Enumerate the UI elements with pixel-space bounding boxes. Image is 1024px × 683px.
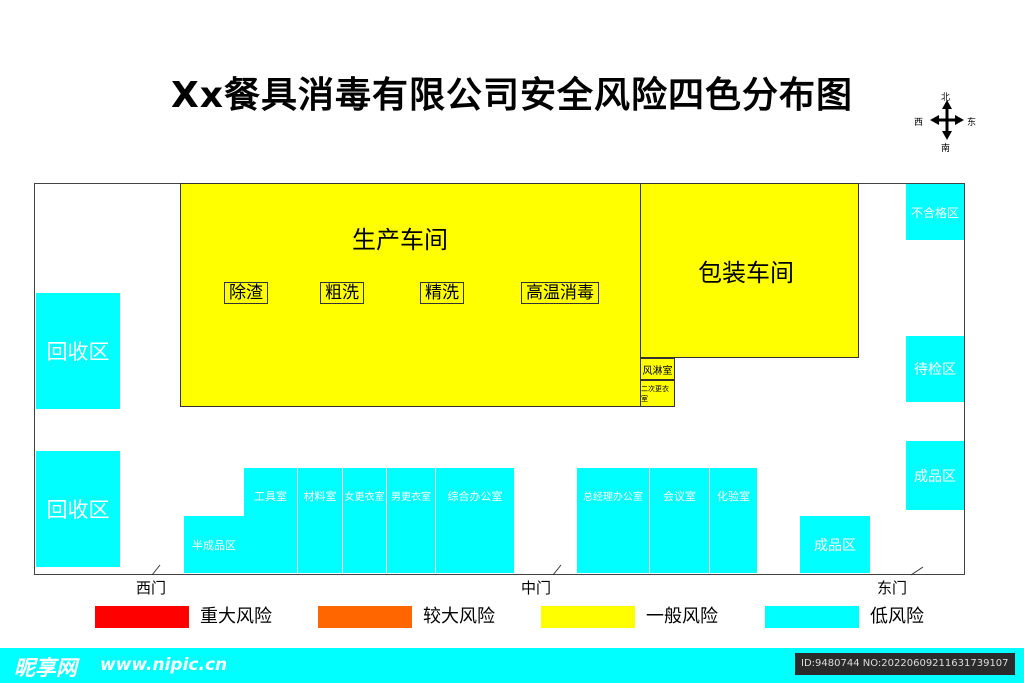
room-lab: 化验室 <box>710 468 757 573</box>
process-rough-wash: 粗洗 <box>320 282 364 304</box>
semi-finished-zone: 半成品区 <box>184 516 244 573</box>
recycle-zone-2: 回收区 <box>36 451 120 567</box>
legend-label-major: 重大风险 <box>200 606 272 627</box>
pending-inspection-zone: 待检区 <box>906 336 964 402</box>
legend-swatch-general <box>541 606 635 628</box>
production-workshop-label: 生产车间 <box>352 226 448 254</box>
middle-gate-mark-icon <box>552 564 562 576</box>
finished-goods-zone-bottom: 成品区 <box>800 516 870 573</box>
room-materials: 材料室 <box>298 468 343 573</box>
page-title: Xx餐具消毒有限公司安全风险四色分布图 <box>171 75 853 116</box>
room-men-changing-label: 男更衣室 <box>391 492 431 503</box>
second-changing-room: 二次更衣室 <box>640 380 675 407</box>
compass-arrows-icon <box>930 100 964 140</box>
room-women-changing-label: 女更衣室 <box>344 492 385 503</box>
legend-swatch-low <box>765 606 859 628</box>
room-meeting: 会议室 <box>650 468 710 573</box>
room-general-office-label: 综合办公室 <box>447 490 503 503</box>
west-gate-label: 西门 <box>136 579 167 597</box>
west-gate-mark-icon <box>151 564 161 576</box>
compass-south: 南 <box>941 144 951 154</box>
packaging-workshop-label: 包装车间 <box>698 259 794 287</box>
room-materials-label: 材料室 <box>303 490 337 503</box>
compass-north: 北 <box>941 93 951 103</box>
legend-swatch-major <box>95 606 189 628</box>
watermark-logo: 昵享网 <box>14 656 77 680</box>
watermark-footer: 昵享网 www.nipic.cn ID:9480744 NO:202206092… <box>0 648 1024 683</box>
recycle-zone-1: 回收区 <box>36 293 120 409</box>
east-gate-mark-icon <box>910 566 924 576</box>
room-meeting-label: 会议室 <box>663 490 696 503</box>
legend-swatch-high <box>318 606 412 628</box>
room-men-changing: 男更衣室 <box>387 468 436 573</box>
room-women-changing: 女更衣室 <box>343 468 387 573</box>
room-tools-label: 工具室 <box>254 490 287 503</box>
watermark-site: www.nipic.cn <box>100 655 228 675</box>
room-lab-label: 化验室 <box>717 490 750 503</box>
middle-gate-label: 中门 <box>521 579 552 597</box>
room-general-office: 综合办公室 <box>436 468 514 573</box>
room-gm-office-label: 总经理办公室 <box>583 492 643 503</box>
packaging-workshop <box>640 183 859 358</box>
watermark-id: ID:9480744 NO:20220609211631739107 <box>795 653 1015 675</box>
legend-label-high: 较大风险 <box>423 606 495 627</box>
compass-west: 西 <box>914 118 924 128</box>
legend-label-low: 低风险 <box>870 606 924 627</box>
compass-east: 东 <box>967 118 977 128</box>
finished-goods-zone-right: 成品区 <box>906 441 964 510</box>
compass: 北 西 东 南 <box>912 92 982 154</box>
process-deslagging: 除渣 <box>224 282 268 304</box>
room-gm-office: 总经理办公室 <box>577 468 650 573</box>
legend-label-general: 一般风险 <box>646 606 718 627</box>
process-fine-wash: 精洗 <box>420 282 464 304</box>
unqualified-zone: 不合格区 <box>906 184 964 240</box>
east-gate-label: 东门 <box>877 579 908 597</box>
process-high-temp-disinfection: 高温消毒 <box>521 282 599 304</box>
air-shower-room: 风淋室 <box>640 358 675 380</box>
room-tools: 工具室 <box>244 468 298 573</box>
